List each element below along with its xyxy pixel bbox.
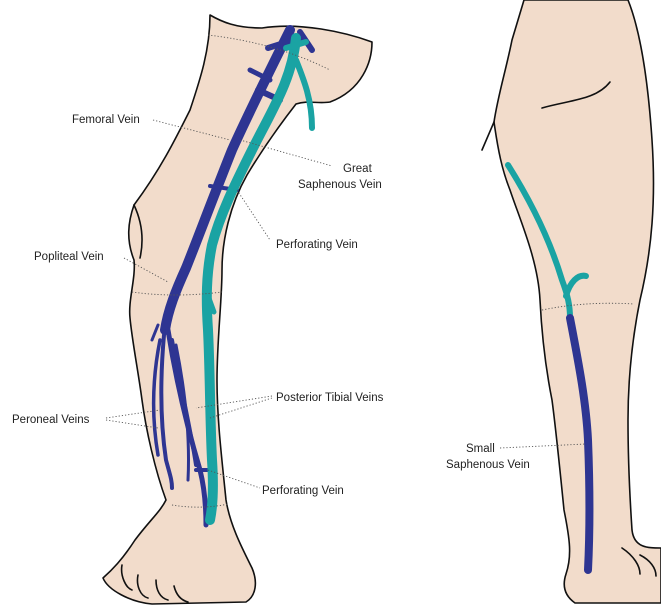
leader-posterior-tibial-b xyxy=(210,398,272,418)
label-peroneal-veins: Peroneal Veins xyxy=(12,414,90,426)
label-posterior-tibial-veins: Posterior Tibial Veins xyxy=(276,392,384,404)
label-small-saphenous-line2: Saphenous Vein xyxy=(446,459,530,471)
label-perforating-vein-upper: Perforating Vein xyxy=(276,239,358,251)
label-great-saphenous-line2: Saphenous Vein xyxy=(298,179,382,191)
label-popliteal-vein: Popliteal Vein xyxy=(34,251,104,263)
labels: Femoral Vein Great Saphenous Vein Perfor… xyxy=(12,114,530,497)
front-leg-skin xyxy=(103,15,372,604)
label-great-saphenous-line1: Great xyxy=(343,163,373,175)
back-leg-skin xyxy=(494,0,661,603)
back-knee-fold xyxy=(482,122,494,150)
back-leg xyxy=(482,0,661,603)
label-perforating-vein-lower: Perforating Vein xyxy=(262,485,344,497)
label-femoral-vein: Femoral Vein xyxy=(72,114,140,126)
front-leg xyxy=(103,15,372,604)
label-small-saphenous-line1: Small xyxy=(466,443,495,455)
leader-perforating-upper xyxy=(237,190,270,240)
